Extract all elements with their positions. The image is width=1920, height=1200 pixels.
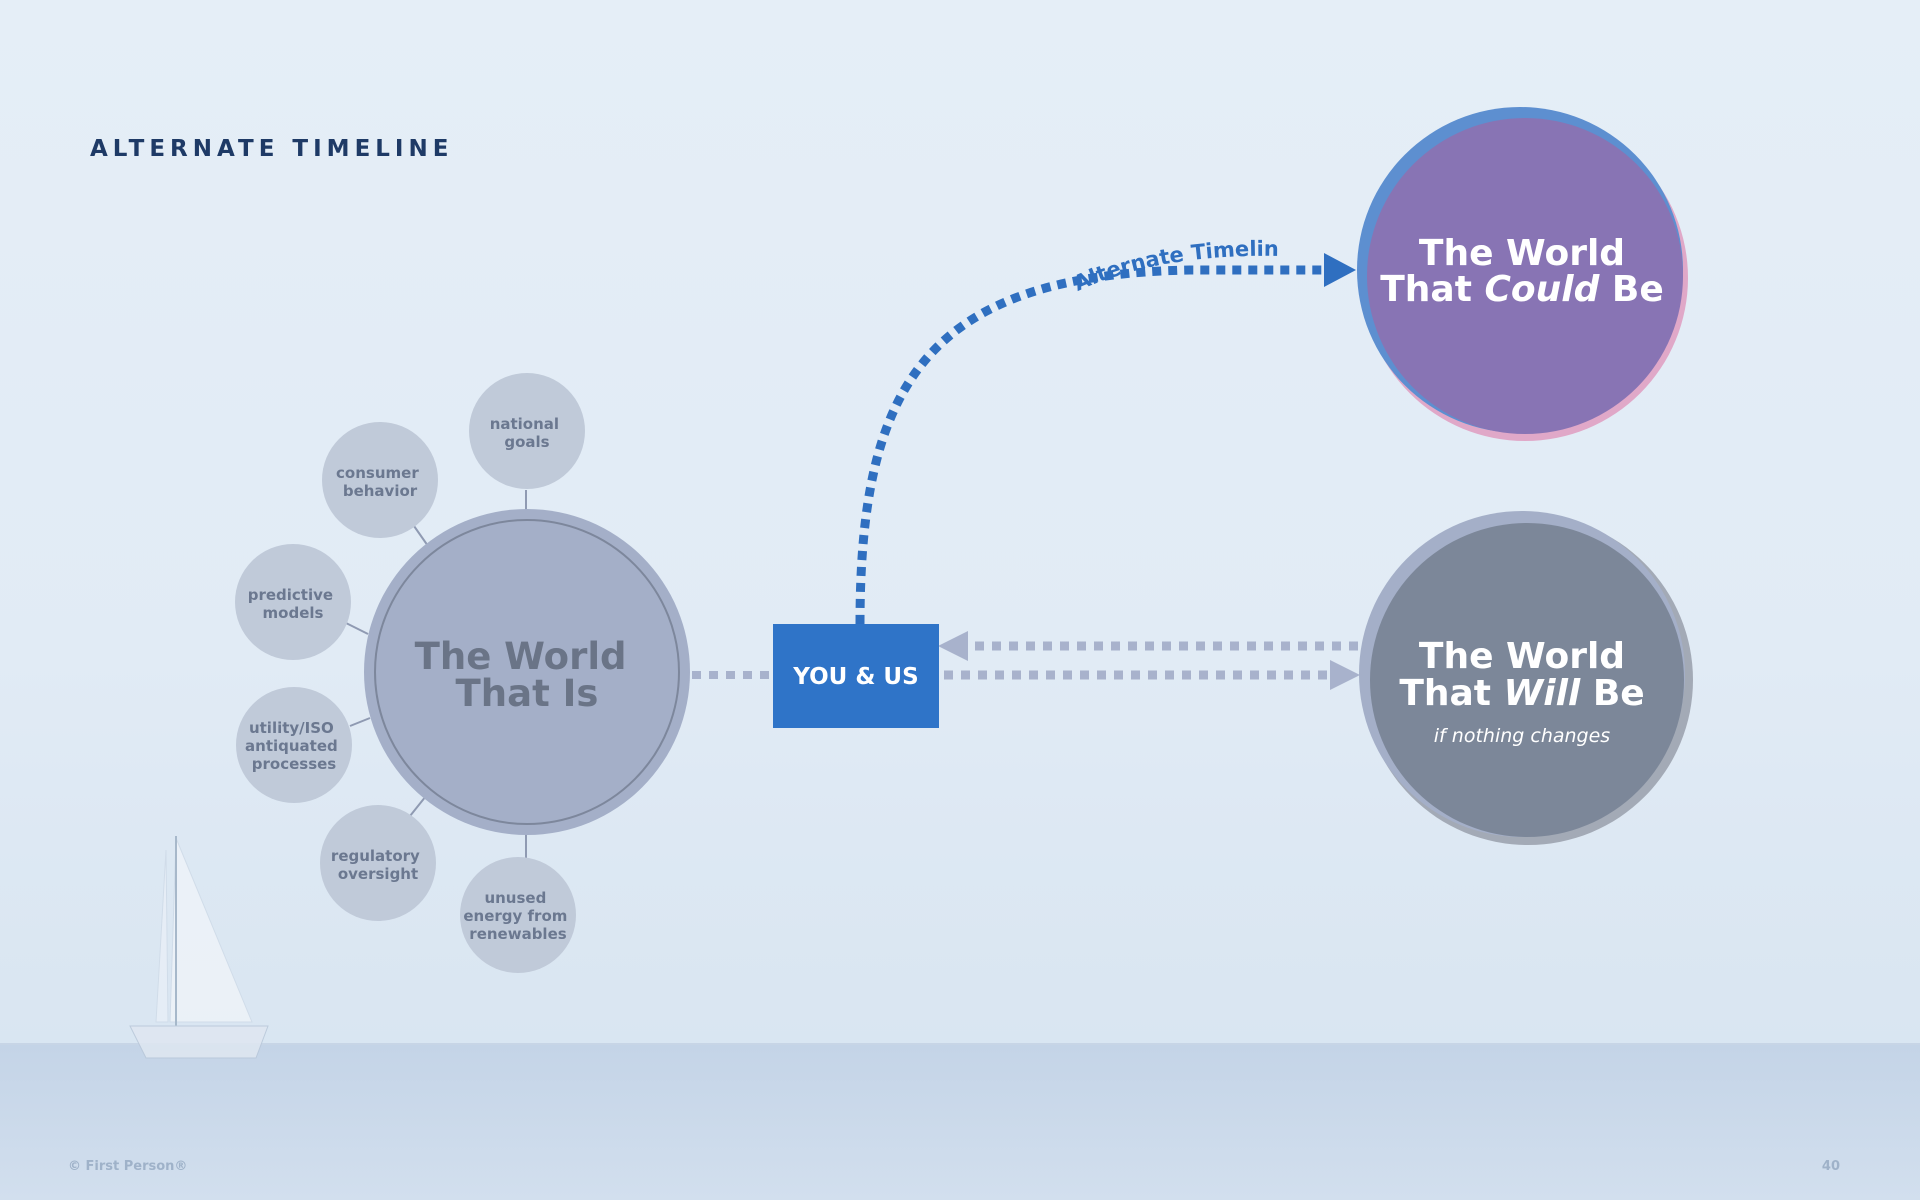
sailboat-icon (129, 836, 269, 1059)
status-quo-arrows (938, 631, 1360, 690)
page-title: ALTERNATE TIMELINE (90, 136, 454, 162)
factor-bubble-unused-energy: unused energy from renewables (460, 857, 576, 973)
factor-bubble-regulatory-oversight: regulatory oversight (320, 805, 436, 921)
factor-bubble-utility-iso-processes: utility/ISO antiquated processes (236, 687, 352, 803)
svg-text:consumer behavior: consumer behavior (336, 464, 424, 500)
alternate-timeline-arrow: Alternate Timeline (0, 0, 1356, 625)
arrow-left-icon (938, 631, 968, 661)
you-and-us-label: YOU & US (792, 664, 918, 690)
if-nothing-changes-caption: if nothing changes (1434, 725, 1611, 747)
svg-text:predictive models: predictive models (248, 586, 339, 622)
factor-bubble-consumer-behavior: consumer behavior (322, 422, 438, 538)
svg-text:The World: The World (1419, 636, 1625, 677)
world-that-could-be-circle: The World That Could Be (1357, 107, 1688, 441)
page-number: 40 (1821, 1159, 1840, 1174)
world-that-is-circle: The World That Is (364, 509, 690, 835)
factor-bubble-national-goals: national goals (469, 373, 585, 489)
svg-text:That Will Be: That Will Be (1399, 673, 1644, 714)
world-that-will-be-circle: The World That Will Be if nothing change… (1359, 511, 1693, 845)
factor-bubble-predictive-models: predictive models (235, 544, 351, 660)
alternate-timeline-label: Alternate Timeline (0, 0, 1279, 296)
factor-connectors (343, 490, 527, 858)
copyright-notice: © First Person® (68, 1159, 188, 1174)
arrow-right-icon (1330, 660, 1360, 690)
svg-text:national goals: national goals (490, 415, 565, 451)
you-and-us-box: YOU & US (773, 624, 939, 728)
svg-text:The World: The World (1419, 233, 1625, 274)
svg-text:regulatory oversight: regulatory oversight (331, 847, 425, 883)
svg-text:The World That Is: The World That Is (415, 635, 640, 715)
arrow-up-right-icon (1324, 253, 1356, 287)
svg-text:That Could Be: That Could Be (1380, 269, 1664, 310)
svg-text:unused energy from: unused energy from renewables (463, 889, 572, 943)
sea-background (0, 1043, 1920, 1200)
svg-text:utility/ISO antiquated: utility/ISO antiquated processes (245, 719, 343, 773)
